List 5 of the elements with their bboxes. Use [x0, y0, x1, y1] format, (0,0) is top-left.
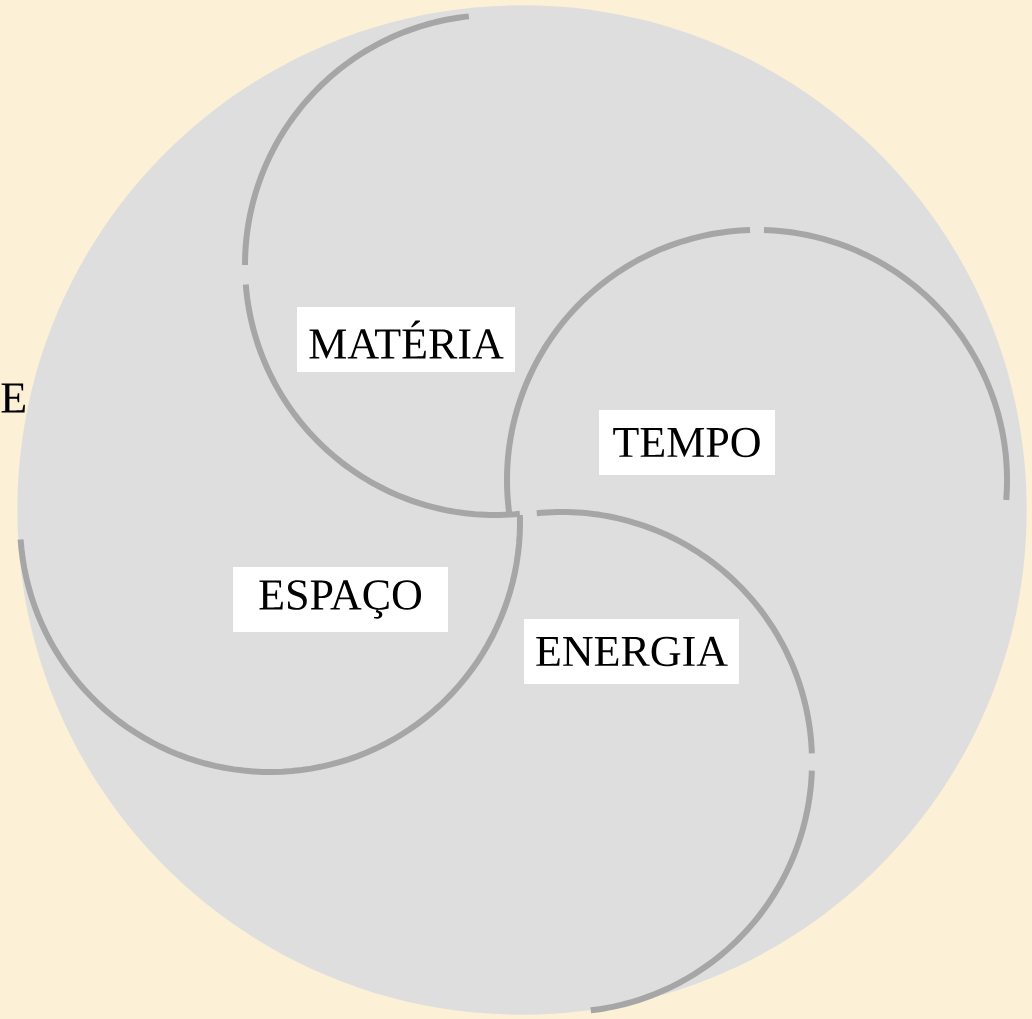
label-box: ENERGIA — [524, 618, 739, 685]
label-box: MATÉRIA — [297, 306, 515, 373]
label-box: TEMPO — [599, 409, 775, 476]
label-box: ESPAÇO — [233, 566, 448, 633]
letter: E — [1, 383, 25, 413]
